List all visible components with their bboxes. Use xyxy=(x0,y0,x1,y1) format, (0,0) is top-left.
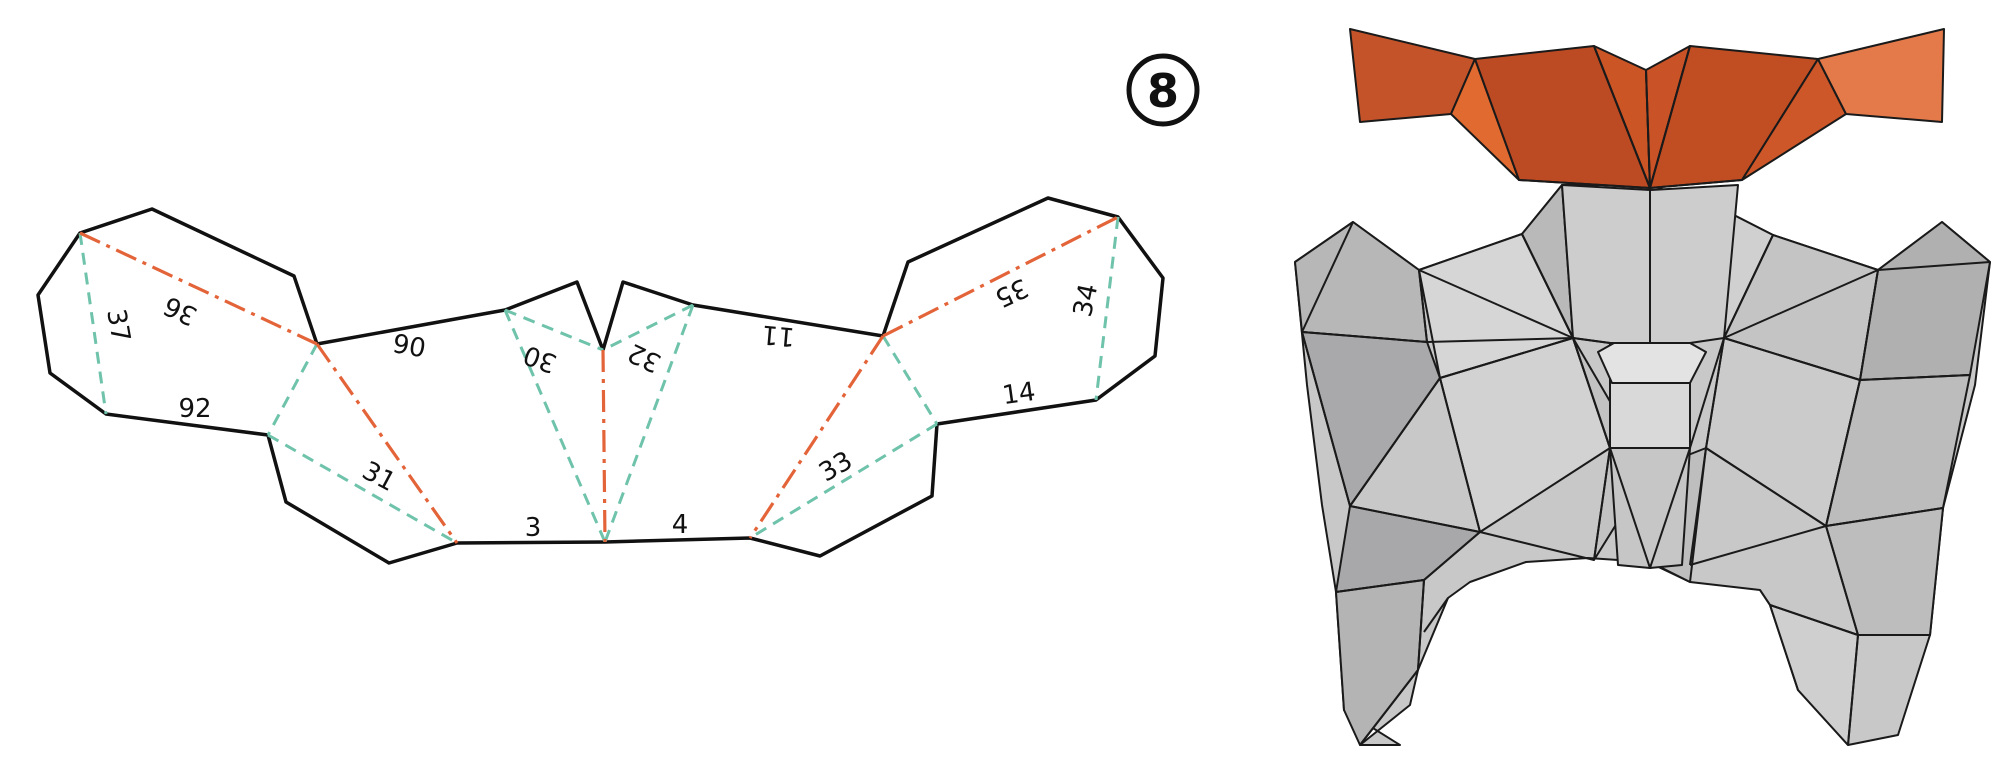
valley-fold-32-top xyxy=(602,303,694,352)
valley-fold-31 xyxy=(267,433,458,545)
edge-label-37: 37 xyxy=(100,307,135,345)
valley-fold-right-inner xyxy=(881,335,939,425)
highlight-edge xyxy=(1645,69,1651,189)
valley-fold-left-inner xyxy=(266,343,319,436)
mountain-fold-center xyxy=(601,349,607,543)
edge-label-11: 11 xyxy=(761,319,797,352)
model-edge xyxy=(1572,337,1611,344)
highlight-edge xyxy=(1518,179,1651,189)
edge-label-06: 06 xyxy=(391,326,429,361)
mountain-fold-31 xyxy=(315,343,459,544)
valley-fold-37 xyxy=(78,232,108,415)
highlight-facet xyxy=(1817,28,1945,123)
highlight-edge xyxy=(1593,45,1651,189)
unfolded-net: 37 36 92 06 30 32 11 31 3 4 33 14 35 34 xyxy=(36,196,1165,565)
mountain-folds xyxy=(79,215,1119,544)
edge-label-92: 92 xyxy=(178,394,211,424)
edge-label-14: 14 xyxy=(1000,377,1037,411)
model-facet xyxy=(1859,221,1991,381)
mountain-fold-33 xyxy=(748,335,885,539)
net-outline xyxy=(36,196,1165,565)
valley-fold-30-top xyxy=(504,308,604,352)
step-badge-circle xyxy=(1126,53,1200,127)
model-facet xyxy=(1294,221,1428,343)
model-center-lower xyxy=(1609,447,1691,569)
edge-label-3: 3 xyxy=(525,513,542,543)
model-edges xyxy=(1301,221,1991,746)
model-center-recess-top xyxy=(1597,342,1707,384)
model-3d-view xyxy=(1294,184,1991,746)
edge-label-34: 34 xyxy=(1068,281,1104,320)
mountain-fold-35 xyxy=(882,215,1119,338)
step-number: 8 xyxy=(1147,64,1179,118)
edge-label-4: 4 xyxy=(672,510,689,540)
highlight-edge xyxy=(1649,179,1743,189)
mountain-fold-36 xyxy=(79,231,318,346)
model-edge xyxy=(1609,447,1651,569)
valley-fold-30 xyxy=(503,309,607,543)
valley-fold-33 xyxy=(749,422,938,540)
step-badge: 8 xyxy=(1126,53,1200,127)
valley-folds xyxy=(78,216,1120,545)
valley-fold-34 xyxy=(1094,216,1120,401)
model-edge xyxy=(1649,447,1691,569)
highlight-edge xyxy=(1649,45,1691,189)
model-highlight-part xyxy=(1349,28,1945,189)
valley-fold-32 xyxy=(603,304,695,543)
